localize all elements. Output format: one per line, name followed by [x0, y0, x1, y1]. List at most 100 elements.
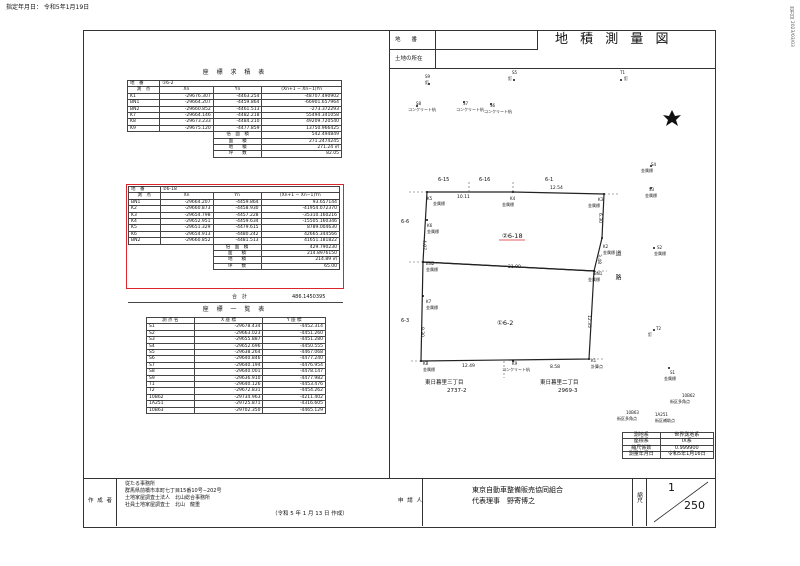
total-underline: [128, 302, 343, 303]
table-row: 測量年月日令和5年1月16日: [622, 451, 715, 459]
lot-6-16-label: 6-16: [479, 177, 491, 183]
point-mark-label: 金属標: [427, 229, 439, 234]
drawing-frame: [83, 30, 716, 528]
point-mark-label: 計算点: [591, 364, 603, 369]
point-mark-label: 金属標: [641, 168, 653, 173]
point-label: K6: [427, 223, 433, 228]
table-row: 10B63-29702.350-4465.129: [146, 406, 326, 415]
point-label: S8: [416, 101, 422, 106]
point-label: K1: [591, 358, 597, 363]
point-mark-label: 金属標: [645, 193, 657, 198]
parcel-6-2-outline: [420, 261, 595, 362]
point-mark-label: 金属標: [588, 277, 600, 282]
dim-label: 21.90: [508, 265, 521, 270]
coordinate-list-title: 座 標 一 覧 表: [202, 306, 268, 313]
point-mark-label: 金属標: [502, 202, 514, 207]
author-label: 作 成 者: [88, 498, 113, 504]
point-mark-label: コンクリート杭: [502, 367, 530, 372]
south-lot-a-name: 東日暮里三丁目: [425, 380, 464, 386]
total-label: 合 計: [232, 294, 248, 300]
point-mark-label: 金属標: [423, 367, 435, 372]
point-mark-label: 釘: [648, 332, 652, 337]
point-label: K7: [426, 299, 432, 304]
table-row: BN1-29664.207-4459.864-66901.657964: [126, 99, 342, 107]
point-label: 1A251: [655, 412, 668, 417]
point-mark-label: コンクリート杭: [456, 107, 484, 112]
point-label: S4: [651, 162, 657, 167]
author-date: （令和 5 年 1 月 13 日 作成）: [272, 511, 348, 517]
parcel-6-18-label: ②6-18: [502, 232, 523, 240]
point-label: S1: [670, 370, 676, 375]
point-label: BN2: [426, 261, 435, 266]
north-arrow-icon: [663, 110, 681, 126]
point-mark-label: 金属標: [426, 267, 438, 272]
south-lot-a-number: 2737-2: [447, 388, 467, 394]
unit-sqm: ㎡: [334, 145, 340, 151]
scale-label-divider: [646, 478, 647, 526]
south-lot-b-number: 2969-3: [558, 388, 578, 394]
point-label: S9: [425, 74, 431, 79]
survey-map: [409, 79, 681, 378]
coordinate-list-table: 測 点 名 X 座 標 Y 座 標 S1-29678.434-4452.314 …: [146, 316, 326, 415]
author-line: 従たる事務所: [125, 481, 156, 487]
point-mark-label: 金属標: [433, 201, 445, 206]
point-mark-label: 街区多角点: [617, 416, 637, 421]
dim-label: 9.30: [419, 327, 424, 338]
lot-6-1-label: 6-1: [545, 177, 554, 183]
table-row: K3-29654.798-4457.228-35310.160216: [128, 211, 341, 220]
lot-6-3-label: 6-3: [401, 318, 410, 324]
dim-label: 10.11: [457, 195, 470, 200]
point-mark-label: 金属標: [603, 250, 615, 255]
applicant-name: 東京自動車整備販売協同組合: [472, 486, 563, 494]
point-mark-label: 釘: [508, 76, 512, 81]
parcel-6-2-label: ①6-2: [497, 319, 514, 327]
dim-label: 6.30: [597, 213, 602, 224]
point-mark-label: 釘: [624, 76, 628, 81]
dim-label: 3.48: [596, 254, 601, 265]
applicant-label: 申 請 人: [398, 498, 423, 504]
point-mark-label: 金属標: [654, 251, 666, 256]
point-label: 10B62: [682, 393, 695, 398]
col-product: (Xn+1 − Xn−1)Yn: [261, 86, 342, 94]
lot-6-6-label: 6-6: [401, 219, 410, 225]
chiban-label: 地 番: [395, 37, 418, 43]
dim-label: 12.35: [586, 315, 591, 328]
point-label: S3: [649, 187, 655, 192]
scale-slash: [653, 481, 709, 523]
point-label: K2: [603, 244, 609, 249]
point-label: S2: [657, 245, 663, 250]
point-label: K5: [427, 196, 433, 201]
survey-point-markers: [416, 79, 670, 369]
point-label: S5: [512, 70, 518, 75]
parcel-number: ②6-18: [159, 185, 341, 194]
adjacent-boundaries: [409, 180, 619, 378]
lot-6-15-label: 6-15: [438, 177, 450, 183]
point-mark-label: コンクリート杭: [408, 107, 436, 112]
center-divider: [389, 30, 390, 478]
applicant-representative: 代表理事 野寄博之: [472, 497, 535, 505]
header-block: 地 番 土地の所在 地 積 測 量 図: [389, 30, 715, 69]
dim-label: 12.49: [462, 364, 475, 369]
point-label: BN1: [594, 271, 603, 276]
author-line: 群馬県前橋市本町七丁目15番10号−202号: [125, 488, 222, 494]
point-label: K9: [512, 361, 518, 366]
output-date-stamp: 出力日 2023/03/03: [789, 6, 794, 47]
total-value: 486.1450395: [292, 294, 326, 300]
unit-sqm: ㎡: [332, 257, 338, 263]
point-mark-label: 金属標: [588, 203, 600, 208]
point-mark-label: 金属標: [426, 305, 438, 310]
point-label: T1: [620, 70, 625, 75]
scale-numerator: 1: [668, 481, 675, 494]
location-label: 土地の所在: [395, 56, 423, 62]
table-row: K2-29660.873-4458.930-41954.072370: [128, 205, 341, 213]
